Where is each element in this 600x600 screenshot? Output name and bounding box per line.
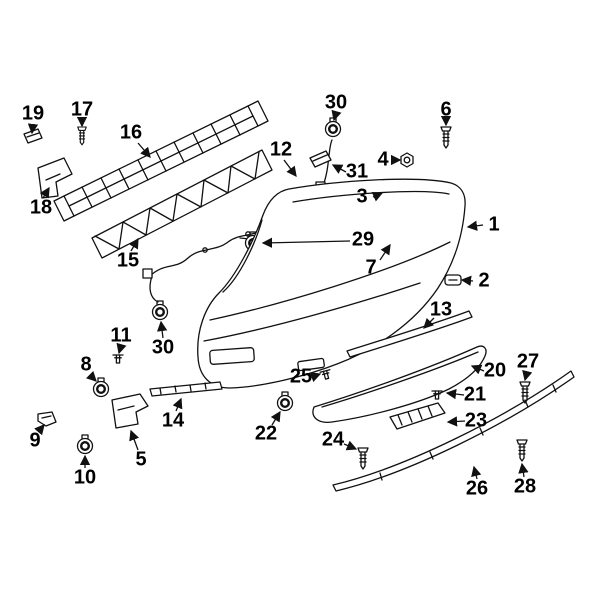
callout-19: 19: [21, 102, 45, 125]
part-bracket-31: [309, 150, 332, 168]
callout-27: 27: [516, 350, 540, 373]
callout-31: 31: [345, 160, 369, 183]
callout-28: 28: [513, 475, 537, 498]
part-strip-13: [346, 310, 473, 358]
leader-lines: [27, 109, 533, 480]
part-strip-14: [149, 381, 223, 397]
callout-30: 30: [324, 91, 348, 114]
callout-29: 29: [351, 228, 375, 251]
callout-12: 12: [269, 138, 293, 161]
callout-10: 10: [73, 466, 97, 489]
callout-20: 20: [483, 359, 507, 382]
callout-6: 6: [440, 98, 452, 121]
part-clip-9: [37, 411, 57, 427]
part-impact-bar: [53, 100, 269, 222]
callout-16: 16: [119, 121, 143, 144]
callout-30: 30: [151, 336, 175, 359]
callout-13: 13: [429, 298, 453, 321]
callout-22: 22: [254, 422, 278, 445]
callout-8: 8: [80, 353, 92, 376]
callout-3: 3: [356, 185, 368, 208]
callout-23: 23: [464, 409, 488, 432]
callout-7: 7: [365, 256, 377, 279]
part-trim-strip-26: [332, 370, 575, 492]
callout-4: 4: [377, 148, 389, 171]
callout-9: 9: [29, 429, 41, 452]
part-bracket-23: [389, 402, 446, 430]
callout-25: 25: [289, 365, 313, 388]
callout-2: 2: [478, 269, 490, 292]
part-energy-absorber: [91, 149, 273, 259]
callout-14: 14: [161, 409, 185, 432]
callout-26: 26: [465, 477, 489, 500]
callout-17: 17: [70, 98, 94, 121]
callout-1: 1: [488, 213, 500, 236]
callout-5: 5: [135, 448, 147, 471]
callout-11: 11: [110, 324, 132, 347]
part-bracket-5: [111, 393, 149, 429]
part-bumper-cover: [197, 178, 466, 389]
callout-18: 18: [29, 196, 53, 219]
callout-15: 15: [116, 249, 140, 272]
callout-21: 21: [463, 383, 487, 406]
callout-24: 24: [321, 428, 345, 451]
